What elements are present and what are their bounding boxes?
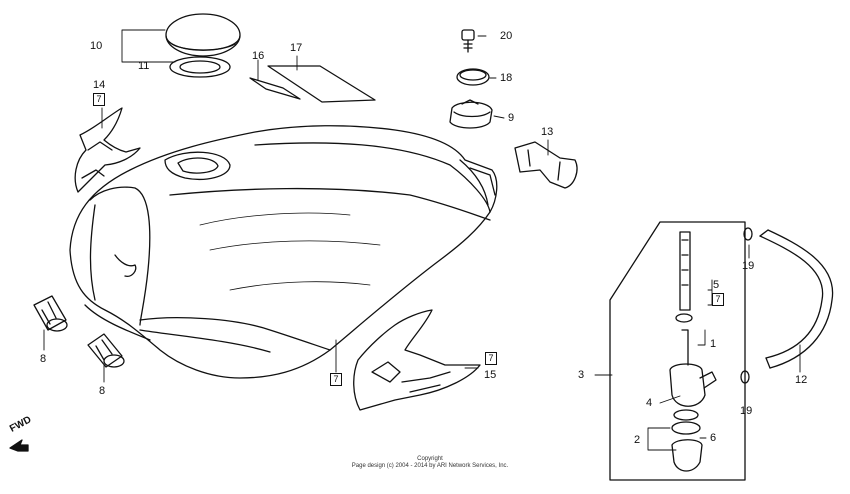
callout-8a: 8 (40, 353, 47, 365)
emblem-right (353, 309, 481, 411)
sticker-16 (249, 77, 301, 100)
callout-8b: 8 (99, 385, 106, 397)
callout-3: 3 (578, 369, 585, 381)
callout-16: 16 (252, 50, 265, 62)
callout-17: 17 (290, 42, 303, 54)
copyright-notice: Copyright Page design (c) 2004 - 2014 by… (300, 456, 560, 470)
cap-9 (449, 99, 493, 129)
callout-5: 5 (713, 279, 720, 291)
clip-19b (740, 370, 750, 384)
callout-6: 6 (710, 432, 717, 444)
boxed-mark-5: 7 (712, 293, 724, 306)
callout-11: 11 (138, 60, 150, 72)
fuel-valve-assembly (609, 221, 746, 481)
callout-20: 20 (500, 30, 513, 42)
callout-13: 13 (541, 126, 554, 138)
bracket-13 (514, 141, 578, 189)
bolt-20 (461, 29, 475, 53)
callout-19b: 19 (740, 405, 753, 417)
copyright-line-2: Page design (c) 2004 - 2014 by ARI Netwo… (351, 463, 509, 469)
callout-10: 10 (90, 40, 103, 52)
callout-9: 9 (508, 112, 515, 124)
boxed-mark-14: 7 (93, 93, 105, 106)
clip-19a (743, 227, 753, 241)
callout-12: 12 (795, 374, 808, 386)
fwd-arrow-icon (9, 439, 29, 452)
callout-4: 4 (646, 397, 653, 409)
sticker-17 (267, 65, 376, 103)
boxed-mark-tank: 7 (330, 373, 342, 386)
cushion-b (87, 333, 125, 368)
washer-18 (456, 68, 490, 86)
fuel-hose (759, 229, 834, 369)
fuel-tank (69, 125, 498, 379)
boxed-mark-15: 7 (485, 352, 497, 365)
callout-19a: 19 (742, 260, 755, 272)
callout-18: 18 (500, 72, 513, 84)
cushion-a (33, 295, 68, 332)
callout-1: 1 (710, 338, 717, 350)
copyright-line-1: Copyright (417, 456, 443, 462)
emblem-left (74, 107, 141, 193)
fuel-cap (165, 13, 241, 57)
leader-lines (43, 29, 801, 451)
cap-gasket (169, 56, 231, 78)
callout-15: 15 (484, 369, 497, 381)
callout-14: 14 (93, 79, 106, 91)
callout-2: 2 (634, 434, 641, 446)
